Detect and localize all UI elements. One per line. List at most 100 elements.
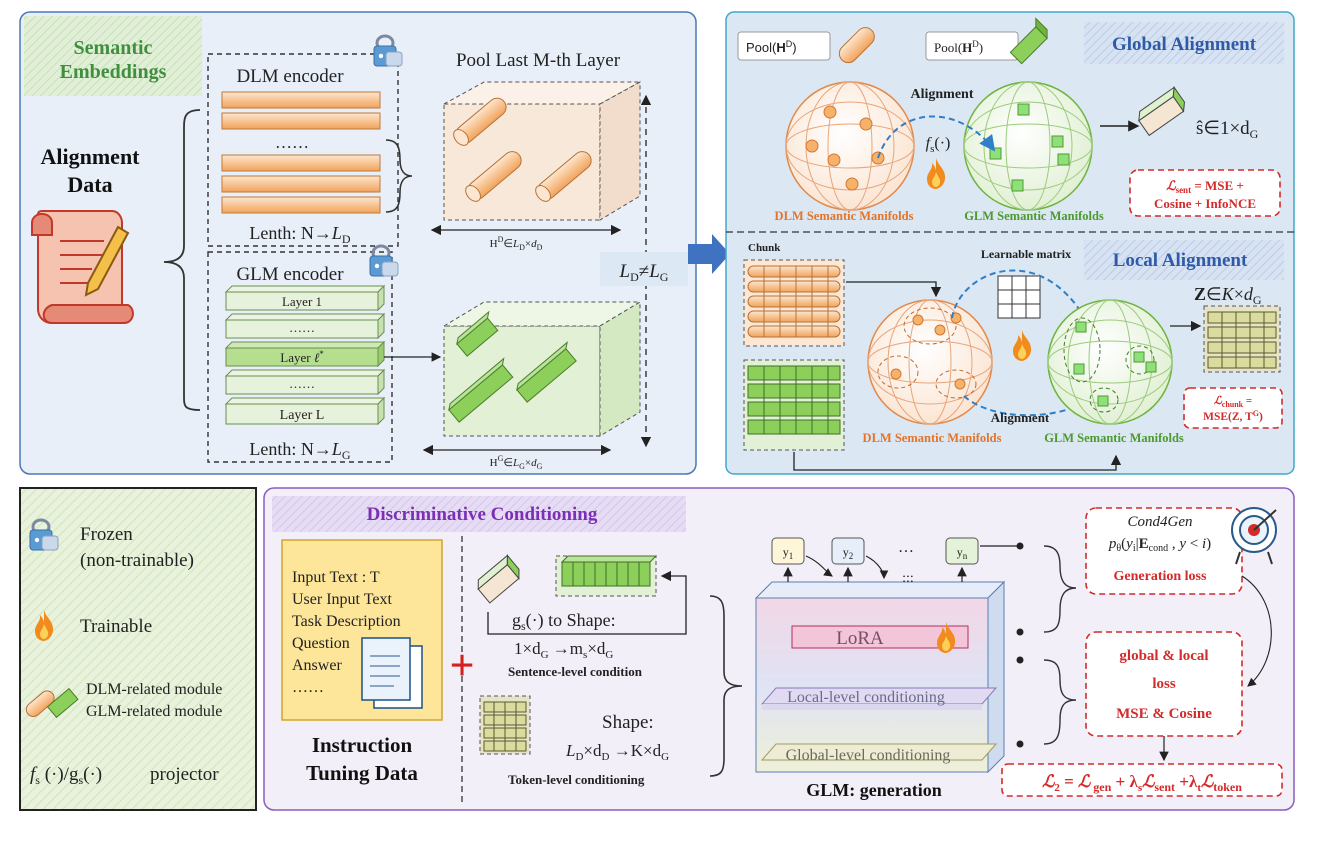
sent-loss-line2: Cosine + InfoNCE <box>1154 196 1256 211</box>
total-loss-box <box>1001 763 1283 797</box>
dlm-layer-bar <box>221 112 381 130</box>
length-mismatch-bg <box>600 252 688 286</box>
pool-hd-label: Pool(HD) <box>746 39 797 55</box>
connector-dot <box>1016 656 1024 664</box>
glm-chunk-block <box>743 359 845 451</box>
layer-label: Layer L <box>280 408 325 423</box>
pool-hg-label: Pool(HD) <box>934 39 983 55</box>
gl-loss-line1: global & local <box>1119 648 1208 664</box>
alignment-data-label-2: Data <box>67 172 112 197</box>
local-title: Local Alignment <box>1113 250 1248 271</box>
dlm-layer-bar <box>221 91 381 109</box>
hg-dim-label: HG∈LG×dG <box>490 454 543 471</box>
gen-loss-brace <box>1043 545 1077 633</box>
shape-label: Shape: <box>602 712 654 733</box>
legend-panel <box>19 487 257 811</box>
legend-projector: projector <box>150 764 219 785</box>
token-y2 <box>831 537 865 565</box>
panel-transition-arrow <box>688 234 730 274</box>
glm-pooled-cube <box>442 301 642 437</box>
dlm-encoder-label: DLM encoder <box>236 66 344 87</box>
s-hat-label: ŝ∈1×dG <box>1196 118 1259 141</box>
token-more: ::: <box>902 571 914 586</box>
dlm-layer-bar <box>221 175 381 193</box>
autoregressive-arrow <box>805 555 833 577</box>
legend-dlm-module: DLM-related module <box>86 681 222 698</box>
z-label: Z∈K×dG <box>1194 284 1262 307</box>
green-bar-icon <box>1009 17 1048 65</box>
token-yn-label: yn <box>957 545 968 561</box>
connector-dot <box>1016 628 1024 636</box>
input-line: …… <box>292 679 324 696</box>
token-y1-label: y1 <box>783 545 794 561</box>
token-yn <box>945 537 979 565</box>
learnable-matrix-label: Learnable matrix <box>981 247 1071 261</box>
global-title-bg <box>1084 22 1284 64</box>
sentence-vector-icon <box>477 554 520 604</box>
semantic-title: Semantic <box>74 37 153 59</box>
dlm-dots: …… <box>275 133 309 152</box>
dlm-small-brace <box>385 139 413 213</box>
generation-loss-label: Generation loss <box>1114 569 1207 584</box>
token-ellipsis: … <box>898 539 914 556</box>
cond-formula: pθ(yi|Econd , y < i) <box>1108 536 1211 554</box>
glm-manifold-global-label: GLM Semantic Manifolds <box>964 209 1104 223</box>
generation-loss-box <box>1085 507 1243 595</box>
glm-generation-block <box>754 580 1006 774</box>
orange-cylinder-icon <box>838 27 875 64</box>
legend-projector-symbol: fs (·)/gs(·) <box>30 764 102 787</box>
autoregressive-arrow <box>865 555 889 580</box>
conditioning-title-bg <box>272 496 686 532</box>
glm-generation-label: GLM: generation <box>806 780 941 800</box>
chunk-loss-line1: ℒchunk = <box>1214 395 1252 409</box>
layer-label: …… <box>289 376 315 391</box>
legend-trainable: Trainable <box>80 616 152 637</box>
chunk-loss-line2: MSE(Z, TG) <box>1203 409 1263 423</box>
global-title: Global Alignment <box>1112 34 1257 55</box>
z-output-block <box>1203 305 1281 373</box>
sentence-level-label: Sentence-level condition <box>508 664 643 679</box>
glm-manifold-local-label: GLM Semantic Manifolds <box>1044 431 1184 445</box>
hd-dim-label: HD∈LD×dD <box>490 235 543 252</box>
local-alignment-label: Alignment <box>991 410 1050 425</box>
global-alignment-arrow <box>877 115 996 159</box>
legend-module-icon <box>25 687 79 719</box>
dlm-manifold-sphere-local <box>867 299 993 425</box>
gs-dims-label: 1×dG →ms×dG <box>514 639 613 661</box>
sent-loss-line1: ℒsent = MSE + <box>1166 178 1244 195</box>
gs-shape-label: gs(·) to Shape: <box>512 610 616 633</box>
dlm-manifold-local-label: DLM Semantic Manifolds <box>863 431 1002 445</box>
token-condition-block <box>479 695 531 755</box>
semantic-title-2: Embeddings <box>60 61 167 83</box>
chunk-loss-box <box>1183 387 1283 429</box>
glm-manifold-sphere-local <box>1047 299 1173 425</box>
sentence-condition-block <box>555 555 658 597</box>
length-mismatch-label: LD≠LG <box>619 261 669 284</box>
pool-title: Pool Last M-th Layer <box>456 50 621 71</box>
plus-icon: + <box>449 641 474 690</box>
connector-dot <box>1016 740 1024 748</box>
legend-glm-module: GLM-related module <box>86 703 222 720</box>
local-title-bg <box>1084 240 1284 280</box>
dlm-pooled-cube <box>443 81 641 221</box>
chunk-to-manifold-arrow <box>846 281 942 298</box>
s-hat-vector-icon <box>1138 85 1185 137</box>
token-y1 <box>771 537 805 565</box>
shape-dims-label: LD×dD →K×dG <box>565 741 669 763</box>
gl-loss-brace <box>1043 659 1077 745</box>
global-level-label: Global-level conditioning <box>786 747 951 764</box>
global-alignment-label: Alignment <box>911 87 974 102</box>
instruction-label: Instruction <box>312 733 413 757</box>
layer-label: Layer 1 <box>282 294 322 309</box>
token-y2-label: y2 <box>843 545 854 561</box>
input-line: Task Description <box>292 613 401 630</box>
gl-loss-line3: MSE & Cosine <box>1116 706 1212 722</box>
fs-label: fs(·) <box>926 135 951 155</box>
semantic-title-bg <box>24 16 202 96</box>
conditioning-title: Discriminative Conditioning <box>367 504 598 525</box>
input-line: Question <box>292 635 350 652</box>
dlm-manifold-global-label: DLM Semantic Manifolds <box>775 209 914 223</box>
glm-layer-stack: Layer 1 …… Layer ℓ* …… Layer L <box>224 284 386 426</box>
dlm-layer-bar <box>221 154 381 172</box>
